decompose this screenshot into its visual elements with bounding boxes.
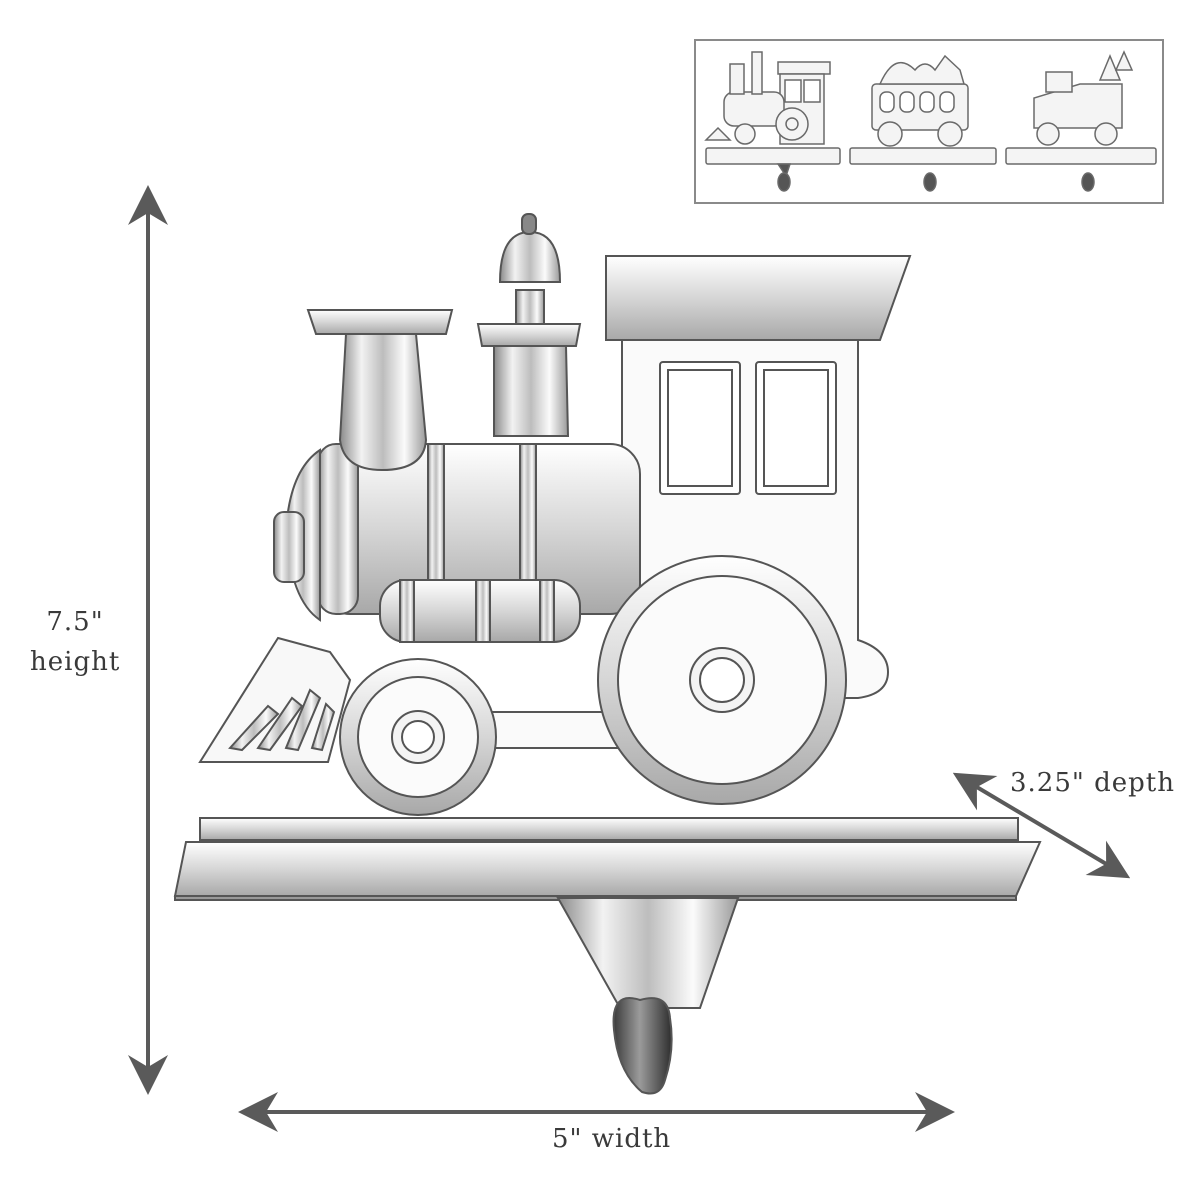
hook — [612, 997, 673, 1095]
smokebox-front — [273, 448, 321, 622]
cylinder — [379, 579, 581, 643]
variant-train-caboose-truck — [1005, 50, 1157, 192]
base-plate — [173, 817, 1042, 901]
cab-roof — [605, 255, 912, 341]
depth-arrow — [952, 772, 1131, 879]
variant-train-engine — [704, 51, 841, 192]
height-label: 7.5" height — [30, 602, 120, 682]
width-label: 5" width — [552, 1124, 672, 1154]
steam-dome — [476, 213, 582, 437]
front-wheel — [339, 658, 497, 816]
height-value: 7.5" — [46, 607, 104, 637]
variant-train-gift-car — [849, 54, 997, 192]
rear-wheel — [597, 555, 847, 805]
height-word: height — [30, 647, 121, 677]
variants-inset — [694, 39, 1164, 204]
hook-arm — [556, 897, 740, 1009]
train-stocking-holder — [173, 213, 1042, 1095]
smokestack — [306, 309, 454, 472]
cowcatcher — [198, 636, 352, 763]
depth-label: 3.25" depth — [1010, 768, 1175, 798]
